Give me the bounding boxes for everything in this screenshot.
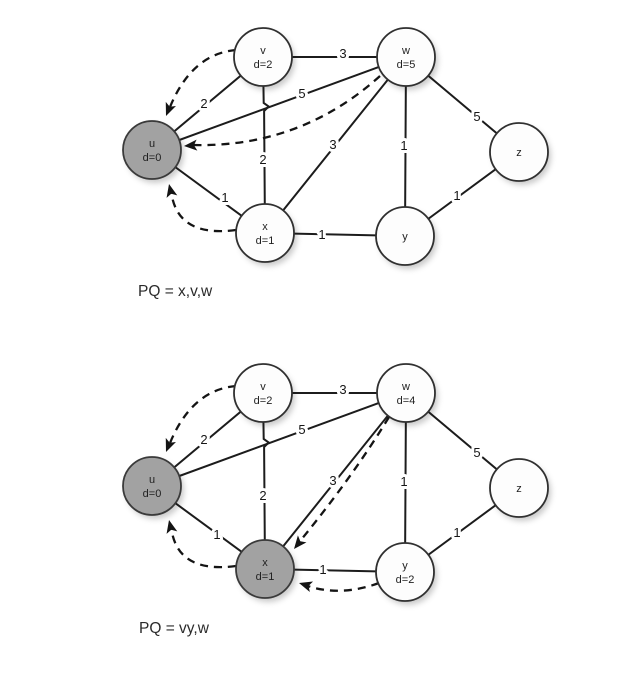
dashed-arrow-w-u bbox=[191, 75, 381, 147]
dashed-arrow-v-u bbox=[166, 48, 237, 113]
node-w-dist: d=5 bbox=[397, 59, 416, 71]
node-y-circle bbox=[375, 206, 435, 266]
node-w-circle bbox=[376, 363, 436, 423]
weight-w-y: 1 bbox=[400, 474, 407, 489]
weight-x-y: 1 bbox=[319, 562, 326, 577]
dashed-arrows bbox=[165, 48, 381, 233]
weight-w-y: 1 bbox=[400, 138, 407, 153]
weight-u-w: 5 bbox=[298, 86, 305, 101]
dashed-arrow-x-u bbox=[169, 525, 237, 569]
weight-v-x: 2 bbox=[259, 488, 266, 503]
arrowhead-w-x-icon bbox=[294, 535, 307, 549]
dashed-arrow-v-u bbox=[166, 384, 237, 449]
nodes bbox=[122, 363, 549, 602]
weight-x-w: 3 bbox=[329, 137, 336, 152]
weight-u-v: 2 bbox=[200, 96, 207, 111]
edge-weight-labels: 3 2 5 1 2 3 1 5 1 1 bbox=[197, 43, 483, 245]
weight-u-w: 5 bbox=[298, 422, 305, 437]
weight-x-y: 1 bbox=[318, 227, 325, 242]
node-shadows bbox=[126, 32, 551, 269]
weight-y-z: 1 bbox=[453, 188, 460, 203]
dashed-arrow-x-u bbox=[169, 189, 237, 233]
dashed-arrows bbox=[165, 384, 390, 593]
arrowhead-w-u-icon bbox=[184, 139, 198, 151]
node-u-name: u bbox=[149, 474, 155, 486]
node-v-circle bbox=[233, 363, 293, 423]
dashed-arrow-y-x bbox=[301, 581, 380, 592]
weight-w-z: 5 bbox=[473, 109, 480, 124]
pq-caption-step2: PQ = vy,w bbox=[139, 620, 210, 637]
weight-u-x: 1 bbox=[221, 190, 228, 205]
node-x-circle bbox=[235, 539, 295, 599]
nodes bbox=[122, 27, 549, 266]
weight-w-z: 5 bbox=[473, 445, 480, 460]
edge-x-w bbox=[264, 392, 407, 570]
arrowhead-x-u-icon bbox=[166, 520, 178, 534]
weight-u-v: 2 bbox=[200, 432, 207, 447]
node-x-name: x bbox=[262, 557, 268, 569]
node-labels: u d=0 v d=2 w d=5 x d=1 y z bbox=[143, 45, 522, 247]
node-y-dist: d=2 bbox=[396, 574, 415, 586]
node-y-name: y bbox=[402, 231, 408, 243]
node-v-name: v bbox=[260, 45, 266, 57]
edge-weight-labels: 3 2 5 1 2 3 1 5 1 1 bbox=[197, 379, 483, 580]
pq-caption-step1: PQ = x,v,w bbox=[138, 283, 213, 300]
node-z-circle bbox=[489, 122, 549, 182]
node-x-circle bbox=[235, 203, 295, 263]
weight-v-x: 2 bbox=[259, 152, 266, 167]
edge-x-w bbox=[264, 56, 407, 234]
edge-v-x bbox=[262, 56, 271, 234]
arrowhead-v-u-icon bbox=[165, 101, 176, 116]
node-v-name: v bbox=[260, 381, 266, 393]
weight-x-w: 3 bbox=[329, 473, 336, 488]
edge-u-w bbox=[151, 56, 407, 151]
arrowhead-y-x-icon bbox=[299, 581, 314, 593]
node-w-dist: d=4 bbox=[397, 395, 416, 407]
figure-step1: u d=0 v d=2 w d=5 x d=1 y z 3 2 5 1 2 3 … bbox=[122, 27, 551, 300]
node-w-circle bbox=[376, 27, 436, 87]
node-v-dist: d=2 bbox=[254, 395, 273, 407]
weight-u-x: 1 bbox=[213, 527, 220, 542]
node-u-dist: d=0 bbox=[143, 152, 162, 164]
node-v-dist: d=2 bbox=[254, 59, 273, 71]
weight-v-w: 3 bbox=[339, 382, 346, 397]
node-u-circle bbox=[122, 120, 182, 180]
node-x-dist: d=1 bbox=[256, 235, 275, 247]
node-y-name: y bbox=[402, 560, 408, 572]
node-y-circle bbox=[375, 542, 435, 602]
node-x-dist: d=1 bbox=[256, 571, 275, 583]
figure-step2: u d=0 v d=2 w d=4 x d=1 y d=2 z 3 2 5 1 … bbox=[122, 363, 551, 637]
edge-u-w bbox=[151, 392, 407, 487]
node-w-name: w bbox=[401, 45, 410, 57]
arrowhead-x-u-icon bbox=[166, 184, 178, 198]
node-z-circle bbox=[489, 458, 549, 518]
node-z-name: z bbox=[516, 147, 522, 159]
node-z-name: z bbox=[516, 483, 522, 495]
node-x-name: x bbox=[262, 221, 268, 233]
weight-v-w: 3 bbox=[339, 46, 346, 61]
node-u-dist: d=0 bbox=[143, 488, 162, 500]
edge-v-x bbox=[262, 392, 271, 570]
node-w-name: w bbox=[401, 381, 410, 393]
dashed-arrow-w-x bbox=[295, 416, 390, 547]
weight-y-z: 1 bbox=[453, 525, 460, 540]
node-u-circle bbox=[122, 456, 182, 516]
node-labels: u d=0 v d=2 w d=4 x d=1 y d=2 z bbox=[143, 381, 522, 586]
arrowhead-v-u-icon bbox=[165, 437, 176, 452]
node-u-name: u bbox=[149, 138, 155, 150]
node-v-circle bbox=[233, 27, 293, 87]
node-shadows bbox=[126, 368, 551, 605]
